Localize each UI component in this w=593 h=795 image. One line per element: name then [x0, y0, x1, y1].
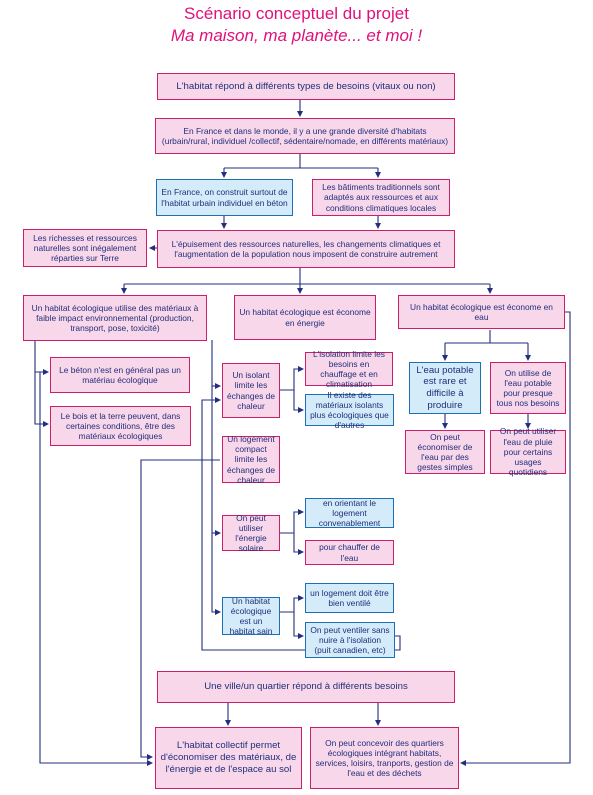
- box-france-beton: En France, on construit surtout de l'hab…: [156, 179, 293, 216]
- box-energie-solaire: On peut utiliser l'énergie solaire: [222, 513, 280, 553]
- box-econome-energie: Un habitat écologique est économe en éne…: [234, 295, 376, 340]
- box-eau-potable-usages: On utilise de l'eau potable pour presque…: [490, 362, 566, 414]
- box-beton-pas-ecologique: Le béton n'est en général pas un matéria…: [50, 357, 190, 393]
- box-materiaux-faible-impact: Un habitat écologique utilise des matéri…: [23, 295, 207, 341]
- box-eau-de-pluie: On peut utiliser l'eau de pluie pour cer…: [490, 426, 566, 477]
- diagram-title: Scénario conceptuel du projet: [184, 4, 409, 23]
- box-orientation-logement: en orientant le logement convenablement: [305, 498, 394, 528]
- box-habitat-collectif: L'habitat collectif permet d'économiser …: [155, 727, 302, 789]
- box-epuisement-ressources: L'épuisement des ressources naturelles, …: [157, 230, 455, 268]
- diagram-subtitle: Ma maison, ma planète... et moi !: [170, 26, 423, 45]
- box-isolant: Un isolant limite les échanges de chaleu…: [222, 363, 280, 418]
- box-isolation-chauffage: L'isolation limite les besoins en chauff…: [305, 349, 393, 389]
- box-materiaux-isolants: Il existe des matériaux isolants plus éc…: [305, 390, 394, 430]
- box-economiser-eau: On peut économiser de l'eau par des gest…: [405, 430, 485, 474]
- box-ventiler-sans-nuire: On peut ventiler sans nuire à l'isolatio…: [305, 622, 395, 658]
- box-chauffer-eau: pour chauffer de l'eau: [305, 540, 394, 565]
- box-eau-potable-rare: L'eau potable est rare et difficile à pr…: [409, 362, 481, 414]
- box-bois-terre: Le bois et la terre peuvent, dans certai…: [50, 406, 191, 446]
- box-batiments-traditionnels: Les bâtiments traditionnels sont adaptés…: [312, 179, 450, 216]
- box-quartiers-ecologiques: On peut concevoir des quartiers écologiq…: [310, 727, 459, 789]
- box-logement-ventile: un logement doit être bien ventilé: [305, 583, 394, 613]
- box-econome-eau: Un habitat écologique est économe en eau: [398, 295, 565, 329]
- box-ville-quartier: Une ville/un quartier répond à différent…: [157, 671, 455, 703]
- box-diversite-habitats: En France et dans le monde, il y a une g…: [155, 118, 455, 154]
- box-habitat-sain: Un habitat écologique est un habitat sai…: [222, 596, 280, 636]
- box-habitat-besoins: L'habitat répond à différents types de b…: [157, 73, 455, 100]
- box-ressources-reparties: Les richesses et ressources naturelles s…: [23, 229, 147, 267]
- box-logement-compact: Un logement compact limite les échanges …: [222, 434, 280, 485]
